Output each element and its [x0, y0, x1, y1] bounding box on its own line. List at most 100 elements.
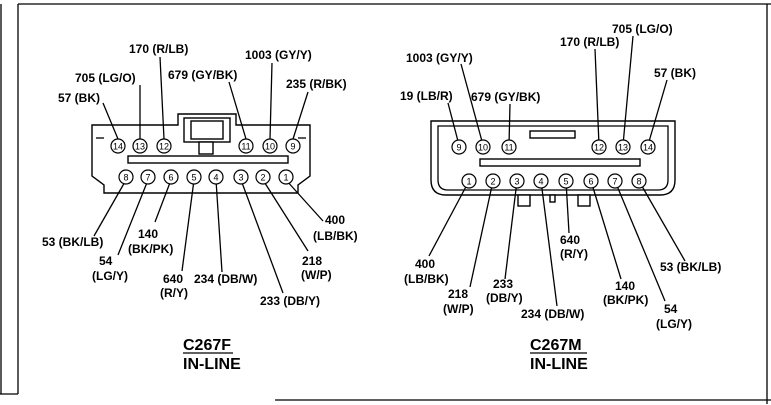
leader-line — [504, 180, 518, 280]
pin: 14 — [640, 139, 656, 155]
pin: 3 — [233, 169, 249, 185]
connector-name: C267F — [183, 337, 231, 354]
c267f-latch-inner — [190, 120, 224, 140]
pin-number: 10 — [478, 143, 488, 153]
wire-label: 233 — [493, 277, 513, 291]
wire-label: 54 — [664, 302, 678, 316]
pin-number: 5 — [191, 173, 196, 183]
pin: 10 — [475, 139, 491, 155]
c267m-tab-left — [517, 194, 531, 207]
wire-label: 53 (BK/LB) — [42, 235, 103, 249]
wire-label: (W/P) — [443, 302, 474, 316]
wire-label: 140 — [615, 279, 635, 293]
pin: 4 — [533, 173, 549, 189]
wire-label: (LB/BK) — [313, 229, 358, 243]
wire-label: (R/Y) — [160, 286, 188, 300]
pin-socket — [631, 173, 647, 189]
c267f-title-block: C267F IN-LINE — [183, 337, 241, 373]
leader-line — [154, 179, 172, 223]
c267f-center-rib — [127, 155, 289, 164]
pin-number: 10 — [265, 142, 275, 152]
leader-line — [614, 180, 666, 302]
wire-label: 235 (R/BK) — [286, 77, 347, 91]
wire-label: 233 (DB/Y) — [260, 294, 320, 308]
connector-subtitle: IN-LINE — [530, 356, 588, 373]
pin-socket — [640, 139, 656, 155]
leader-line — [622, 35, 634, 146]
pin-socket — [186, 169, 202, 185]
pin-socket — [208, 169, 224, 185]
wire-label: (DB/Y) — [486, 291, 523, 305]
leader-line — [540, 180, 558, 307]
wire-label: 705 (LG/O) — [612, 22, 673, 36]
pin-socket — [558, 173, 574, 189]
pin: 3 — [509, 173, 525, 189]
c267f-pins: 14 13 12 11 10 9 8 7 6 5 4 3 2 1 — [110, 138, 301, 185]
pin: 11 — [501, 139, 517, 155]
leader-line — [269, 62, 273, 140]
leader-line — [159, 56, 165, 140]
pin: 11 — [238, 138, 254, 154]
wire-label: 53 (BK/LB) — [660, 260, 721, 274]
wire-label: 640 — [163, 272, 183, 286]
pin-socket — [475, 139, 491, 155]
c267m-pins: 9 10 11 12 13 14 1 2 3 4 5 6 7 8 — [451, 139, 656, 189]
wire-label: 1003 (GY/Y) — [406, 51, 473, 65]
pin-number: 14 — [643, 143, 653, 153]
wire-label: 170 (R/LB) — [560, 35, 619, 49]
pin-number: 4 — [213, 173, 218, 183]
pin-socket — [140, 169, 156, 185]
wire-label: (BK/PK) — [128, 242, 173, 256]
pin-socket — [238, 138, 254, 154]
pin-number: 9 — [290, 142, 295, 152]
wire-label: (BK/PK) — [603, 293, 648, 307]
pin-number: 11 — [504, 143, 513, 153]
pin-socket — [533, 173, 549, 189]
pin-number: 6 — [588, 177, 593, 187]
leader-line — [102, 102, 119, 140]
pin-socket — [132, 138, 148, 154]
wire-label: 19 (LB/R) — [400, 89, 453, 103]
pin: 4 — [208, 169, 224, 185]
pin-number: 9 — [456, 143, 461, 153]
wire-label: 400 — [415, 257, 435, 271]
leader-line — [262, 179, 309, 252]
pin-number: 1 — [466, 177, 471, 187]
pin-number: 4 — [538, 177, 543, 187]
pin-socket — [110, 138, 126, 154]
wire-label: 640 — [560, 233, 580, 247]
pin: 9 — [285, 138, 301, 154]
pin-number: 11 — [241, 142, 250, 152]
leader-line — [565, 180, 570, 234]
pin: 13 — [615, 139, 631, 155]
wire-label: 57 (BK) — [654, 66, 696, 80]
connector-name: C267M — [530, 337, 582, 354]
pin-socket — [163, 169, 179, 185]
pin: 12 — [591, 139, 607, 155]
leader-line — [240, 179, 284, 294]
pin: 8 — [631, 173, 647, 189]
leader-line — [469, 180, 494, 288]
leader-line — [647, 79, 668, 146]
pin-socket — [262, 138, 278, 154]
wire-label: 234 (DB/W) — [194, 272, 257, 286]
pin-number: 3 — [238, 173, 243, 183]
pin-socket — [118, 169, 134, 185]
pin-socket — [156, 138, 172, 154]
wire-label: 234 (DB/W) — [521, 307, 584, 321]
connector-subtitle: IN-LINE — [183, 356, 241, 373]
pin: 12 — [156, 138, 172, 154]
pin-socket — [485, 173, 501, 189]
pin: 8 — [118, 169, 134, 185]
wire-label: (LG/Y) — [92, 269, 128, 283]
wire-label: 170 (R/LB) — [129, 42, 188, 56]
pin-number: 7 — [612, 177, 617, 187]
c267m-housing-inner — [437, 125, 669, 191]
pin-number: 12 — [159, 142, 169, 152]
c267m-tab-right — [577, 194, 591, 207]
pin: 1 — [461, 173, 477, 189]
c267m-tab-middle — [549, 194, 556, 203]
wire-label: 679 (GY/BK) — [471, 90, 540, 104]
pin: 14 — [110, 138, 126, 154]
